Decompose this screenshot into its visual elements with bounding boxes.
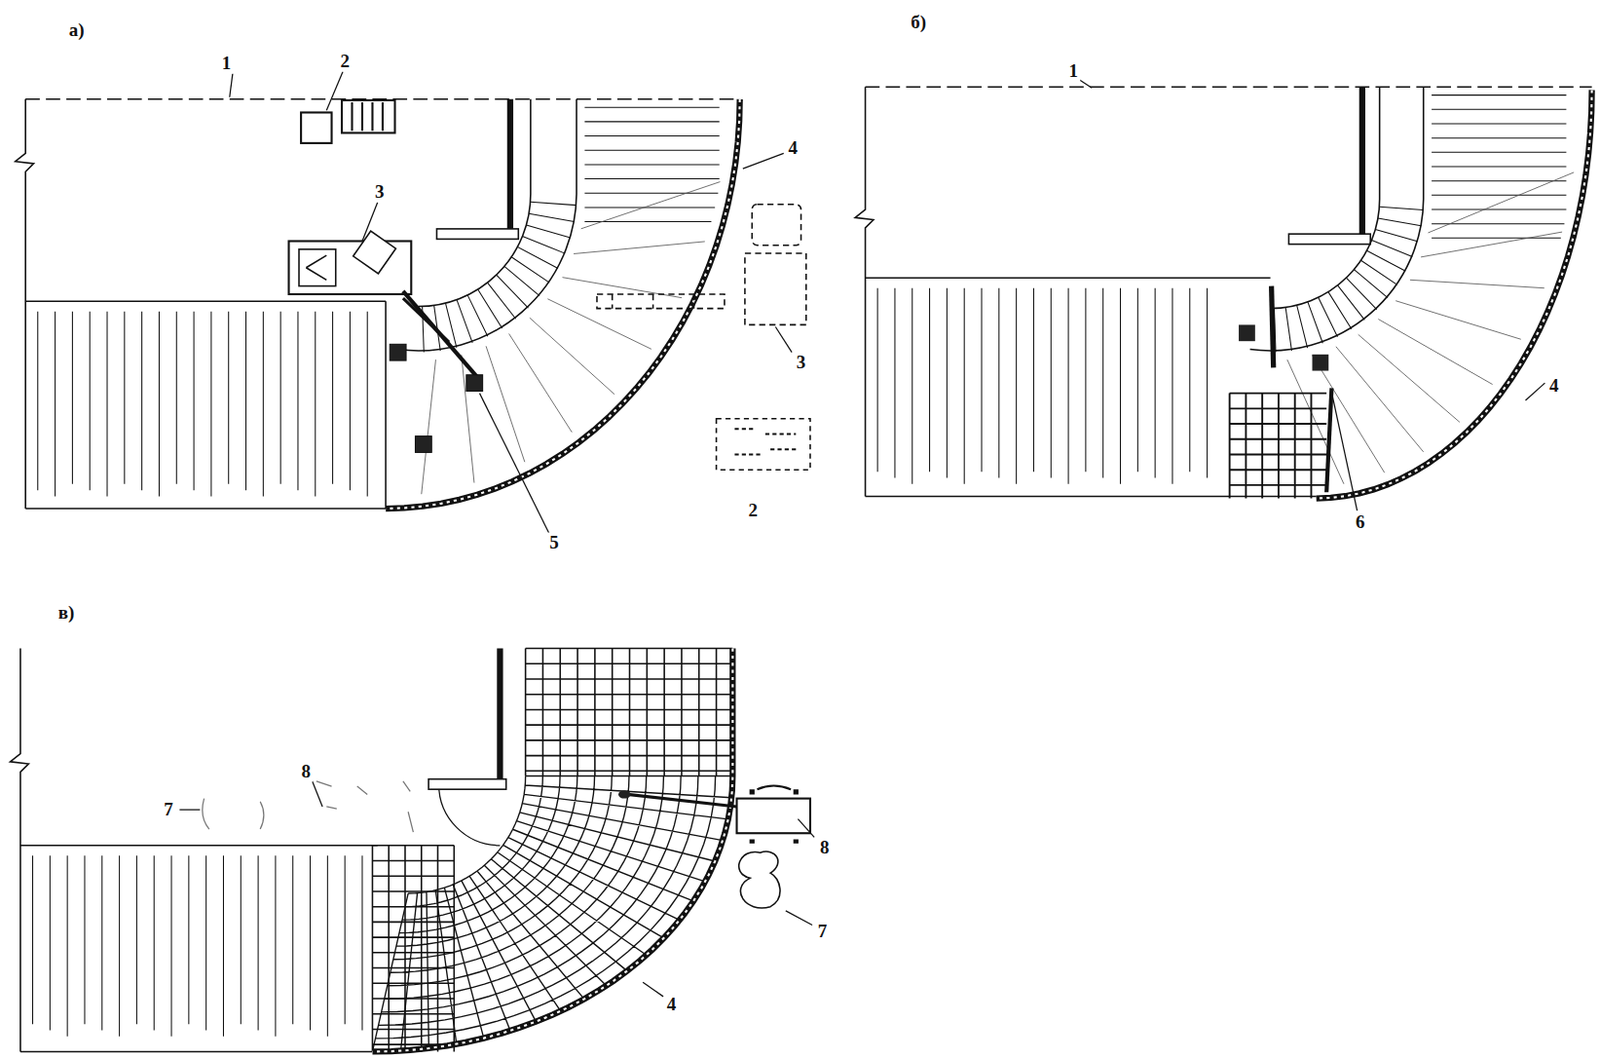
- finished-pavement: [37, 311, 368, 497]
- paver-detail: [305, 255, 327, 280]
- roller-dashed: [734, 428, 796, 454]
- material-pile: [739, 851, 781, 908]
- callout-number: 3: [372, 182, 387, 203]
- outer-curb-pattern: [385, 99, 741, 509]
- truck-dashed: [751, 204, 801, 246]
- leader-line: [179, 809, 200, 811]
- worker: [389, 343, 407, 361]
- paver: [353, 230, 397, 274]
- curb-slab: [436, 228, 519, 239]
- leader-line: [743, 152, 784, 169]
- break-line: [855, 86, 874, 496]
- break-line: [9, 648, 29, 1052]
- machine-dashed: [596, 294, 725, 309]
- edge-line: [865, 276, 1271, 279]
- outer-curb: [385, 99, 741, 509]
- callout-number: 4: [785, 137, 800, 158]
- curb-stone: [496, 648, 503, 782]
- paver-screed: [403, 297, 449, 342]
- outer-curb: [372, 648, 733, 1052]
- faint-figure: [202, 781, 414, 832]
- curb-stone: [1359, 86, 1366, 238]
- screed-board: [1271, 286, 1274, 369]
- callout-number: 3: [794, 352, 809, 373]
- worker: [618, 789, 632, 798]
- curb-slab: [428, 779, 507, 789]
- worker: [466, 374, 484, 392]
- leader-line: [785, 910, 813, 926]
- paving-grid: [372, 648, 733, 1052]
- screed-board: [1326, 387, 1332, 492]
- machine: [341, 100, 395, 134]
- roller-wheel: [751, 788, 796, 844]
- leader-line: [642, 981, 664, 997]
- band-edge: [1250, 86, 1424, 351]
- edge-line: [25, 507, 386, 510]
- base-hatch: [1431, 95, 1566, 239]
- paving-grid: [372, 776, 733, 1052]
- leader-line: [312, 781, 323, 807]
- callout-number: 4: [1547, 375, 1562, 397]
- callout-number: 8: [818, 836, 832, 857]
- curb-stone: [507, 99, 514, 233]
- edge-line: [25, 300, 386, 303]
- panel-letter: в): [56, 601, 77, 623]
- edge-line: [384, 300, 387, 509]
- leader-line: [362, 202, 378, 242]
- panel-letter: б): [908, 12, 929, 34]
- leader-line: [775, 327, 792, 353]
- callout-number: 8: [299, 761, 314, 782]
- worker: [1238, 324, 1256, 341]
- callout-number: 6: [1353, 512, 1368, 533]
- curb-slab: [1288, 233, 1371, 244]
- machine-tracks: [352, 102, 383, 131]
- boundary-line: [865, 85, 1593, 88]
- edge-line: [20, 845, 378, 1052]
- paving-edge: [439, 783, 501, 846]
- finished-pavement: [877, 288, 1207, 484]
- paving-grid: [1229, 393, 1328, 499]
- edge-line: [865, 495, 1317, 498]
- leader-line: [326, 72, 343, 112]
- panel-letter: а): [67, 20, 87, 41]
- roller-dashed: [716, 418, 811, 470]
- callout-number: 2: [746, 499, 761, 521]
- break-line: [15, 99, 35, 509]
- worker: [1312, 354, 1330, 372]
- roller: [737, 798, 811, 834]
- leader-line: [1331, 392, 1357, 512]
- band-edge: [418, 99, 531, 307]
- outer-curb-pattern: [372, 648, 733, 1052]
- outer-curb: [1316, 89, 1593, 498]
- callout-number: 7: [816, 920, 830, 941]
- band-edge: [1270, 86, 1380, 308]
- leader-line: [1079, 79, 1093, 88]
- callout-number: 7: [161, 798, 176, 819]
- paver: [298, 249, 336, 287]
- callout-number: 2: [337, 50, 352, 72]
- machine: [300, 111, 332, 143]
- leader-line: [479, 393, 549, 534]
- callout-number: 1: [220, 53, 234, 75]
- truck-dashed: [744, 253, 807, 325]
- hose: [627, 793, 737, 807]
- callout-number: 4: [665, 994, 679, 1015]
- callout-number: 5: [547, 532, 561, 554]
- roller-drum: [756, 785, 791, 790]
- outer-curb-pattern: [1316, 89, 1593, 498]
- band-hatch: [1273, 206, 1423, 352]
- band-edge: [398, 99, 577, 351]
- finished-pavement: [33, 855, 363, 1036]
- worker: [414, 436, 432, 453]
- leader-line: [229, 74, 233, 98]
- band-hatch: [422, 201, 577, 352]
- leader-line: [797, 818, 815, 838]
- leader-line: [1525, 382, 1546, 401]
- paver-screed: [403, 291, 481, 380]
- callout-number: 1: [1067, 61, 1081, 82]
